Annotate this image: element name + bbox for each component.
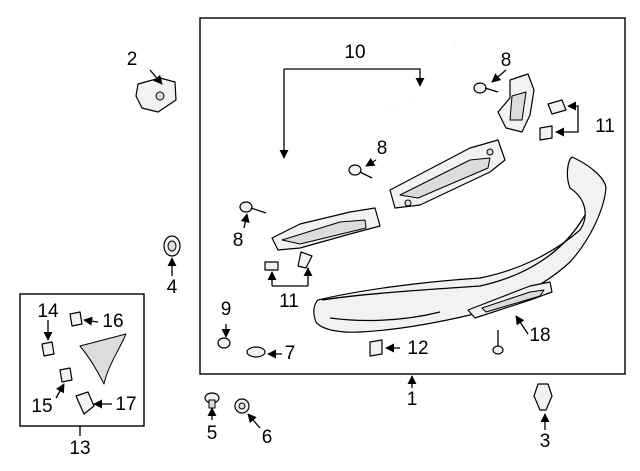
callout-7: 7: [285, 343, 296, 364]
callout-4: 4: [167, 277, 178, 298]
part-11-pads-right: [539, 99, 567, 141]
callout-8a: 8: [501, 50, 512, 71]
bolt-part-8b: [348, 164, 373, 179]
trim-strip-part: [211, 32, 457, 171]
callout-3: 3: [540, 431, 551, 452]
part-2-clip: [135, 77, 177, 113]
kit-13-frame: [19, 293, 145, 427]
bolt-part-8c: [239, 201, 267, 214]
callout-16: 16: [102, 311, 123, 332]
part-14-pad: [41, 341, 55, 357]
callout-8c: 8: [233, 230, 244, 251]
callout-1: 1: [407, 389, 418, 410]
callout-8b: 8: [377, 138, 388, 159]
part-6-nut: [234, 398, 250, 414]
callout-5: 5: [207, 423, 218, 444]
right-bracket-part: [497, 73, 535, 133]
part-12-tape: [369, 339, 383, 357]
callout-2: 2: [127, 49, 138, 70]
callout-9: 9: [221, 299, 232, 320]
callout-11b: 11: [595, 116, 615, 137]
spoiler-assembly-frame: [199, 17, 626, 375]
left-bracket-part: [271, 207, 381, 251]
callout-15: 15: [31, 396, 52, 417]
callout-18: 18: [529, 325, 550, 346]
part-15-clip: [59, 367, 73, 383]
center-bracket-part: [389, 139, 506, 209]
bolt-part-8a: [473, 82, 499, 94]
callout-11a: 11: [279, 291, 299, 312]
part-4-grommet: [163, 235, 181, 257]
callout-17: 17: [115, 394, 136, 415]
part-17-pad: [75, 391, 95, 415]
part-9-grommet: [217, 337, 231, 349]
callout-13: 13: [69, 438, 90, 459]
part-5-push-pin: [204, 392, 220, 409]
part-7-washer: [246, 346, 266, 358]
part-11-pads-left: [264, 251, 313, 271]
callout-12: 12: [407, 338, 428, 359]
callout-6: 6: [262, 427, 273, 448]
part-16-pad: [69, 311, 83, 327]
callout-10: 10: [344, 42, 365, 63]
part-3-clip: [533, 383, 553, 411]
callout-14: 14: [37, 301, 59, 322]
lower-bracket-part: [467, 281, 553, 319]
bolt-part-18: [492, 330, 504, 355]
kit-cap-part: [79, 333, 127, 385]
